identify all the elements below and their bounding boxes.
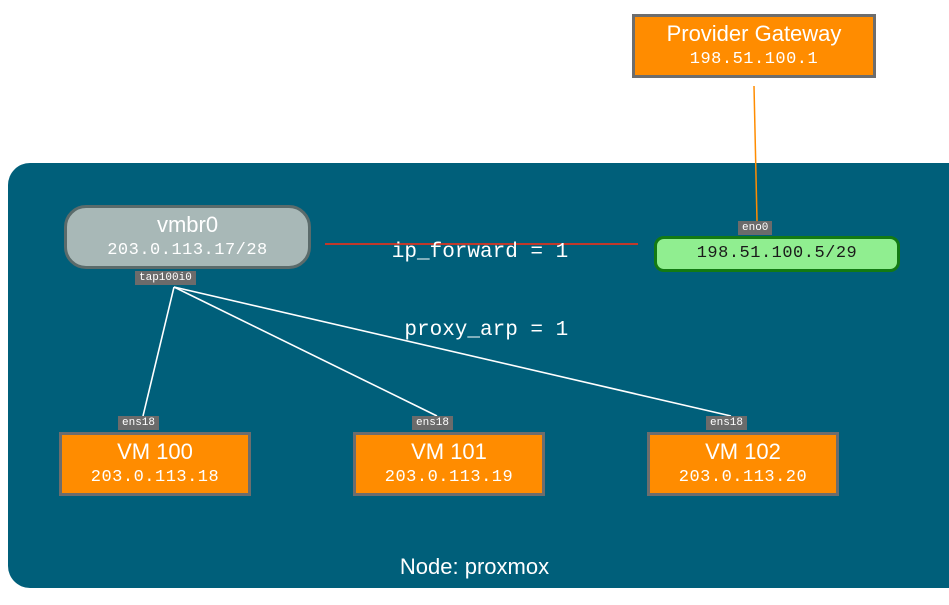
bridge-vmbr0-box: vmbr0 203.0.113.17/28 xyxy=(64,205,311,269)
sysctl-settings: ip_forward = 1 proxy_arp = 1 xyxy=(370,188,590,370)
vm-interface-tag: ens18 xyxy=(412,416,454,430)
bridge-title: vmbr0 xyxy=(156,211,219,237)
provider-gateway-address: 198.51.100.1 xyxy=(689,49,819,69)
ip-forward-setting: ip_forward = 1 xyxy=(391,241,569,264)
vm-address: 203.0.113.19 xyxy=(384,467,514,487)
vm-title: VM 101 xyxy=(411,438,487,464)
bridge-address: 203.0.113.17/28 xyxy=(107,240,268,260)
vm-interface-tag: ens18 xyxy=(118,416,160,430)
vm-address: 203.0.113.20 xyxy=(678,467,808,487)
bridge-port-tag: tap100i0 xyxy=(135,271,196,285)
vm-title: VM 100 xyxy=(117,438,193,464)
vm-102-box: VM 102 203.0.113.20 xyxy=(647,432,839,496)
provider-gateway-title: Provider Gateway xyxy=(666,20,842,46)
uplink-interface-tag: eno0 xyxy=(738,221,773,235)
proxy-arp-setting: proxy_arp = 1 xyxy=(391,319,569,342)
vm-title: VM 102 xyxy=(705,438,781,464)
vm-101-box: VM 101 203.0.113.19 xyxy=(353,432,545,496)
uplink-address-box: 198.51.100.5/29 xyxy=(654,236,900,272)
vm-address: 203.0.113.18 xyxy=(90,467,220,487)
uplink-address: 198.51.100.5/29 xyxy=(696,244,858,263)
vm-100-box: VM 100 203.0.113.18 xyxy=(59,432,251,496)
provider-gateway-box: Provider Gateway 198.51.100.1 xyxy=(632,14,876,78)
node-label: Node: proxmox xyxy=(399,554,550,579)
vm-interface-tag: ens18 xyxy=(706,416,748,430)
